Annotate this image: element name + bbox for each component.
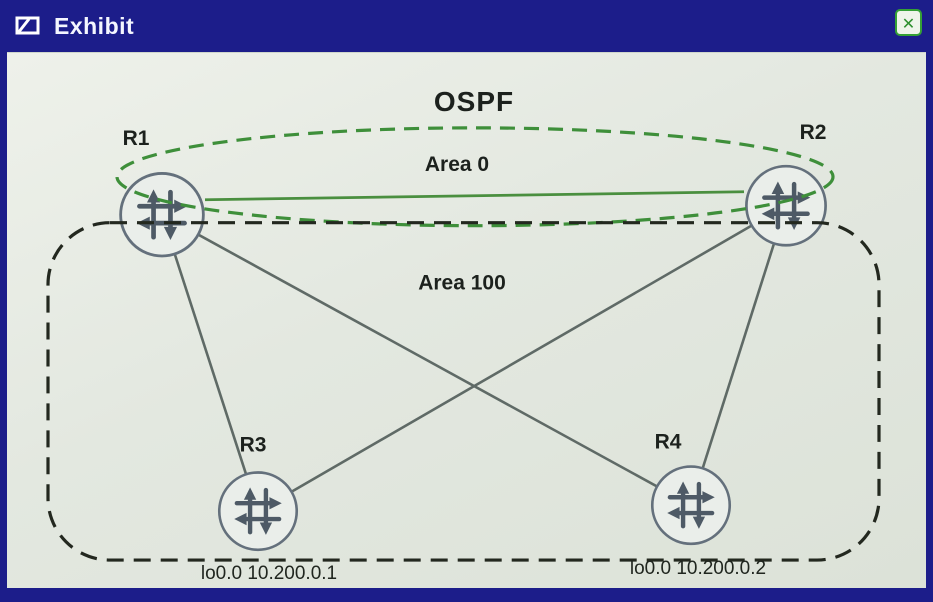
exhibit-icon — [14, 15, 42, 37]
links-area100 — [160, 204, 788, 513]
link-r1-r3 — [160, 214, 260, 512]
router-r3 — [219, 472, 296, 549]
link-r2-r4 — [689, 205, 788, 506]
router-r1 — [121, 173, 204, 256]
title-bar: Exhibit — [0, 0, 933, 52]
loopback-label-right: lo0.0 10.200.0.2 — [630, 558, 766, 579]
node-label-r1: R1 — [123, 127, 150, 150]
router-r4 — [652, 467, 729, 544]
window-title: Exhibit — [54, 12, 135, 39]
loopback-label-left: lo0.0 10.200.0.1 — [201, 563, 337, 584]
link-r1-r4 — [161, 213, 692, 507]
area0-boundary — [115, 126, 835, 228]
node-label-r2: R2 — [800, 121, 827, 144]
area100-label: Area 100 — [418, 272, 506, 295]
area100-boundary — [46, 221, 881, 562]
node-label-r3: R3 — [240, 433, 267, 456]
area0-label: Area 0 — [425, 153, 489, 176]
link-r2-r3 — [257, 204, 787, 513]
diagram-title: OSPF — [434, 86, 514, 117]
link-r1-r2 — [204, 190, 745, 202]
node-label-r4: R4 — [655, 430, 682, 453]
close-button[interactable]: ✕ — [895, 9, 922, 36]
diagram-canvas: OSPF Area 0 Area 100 R1 R2 R3 R4 lo0.0 1… — [7, 52, 926, 588]
